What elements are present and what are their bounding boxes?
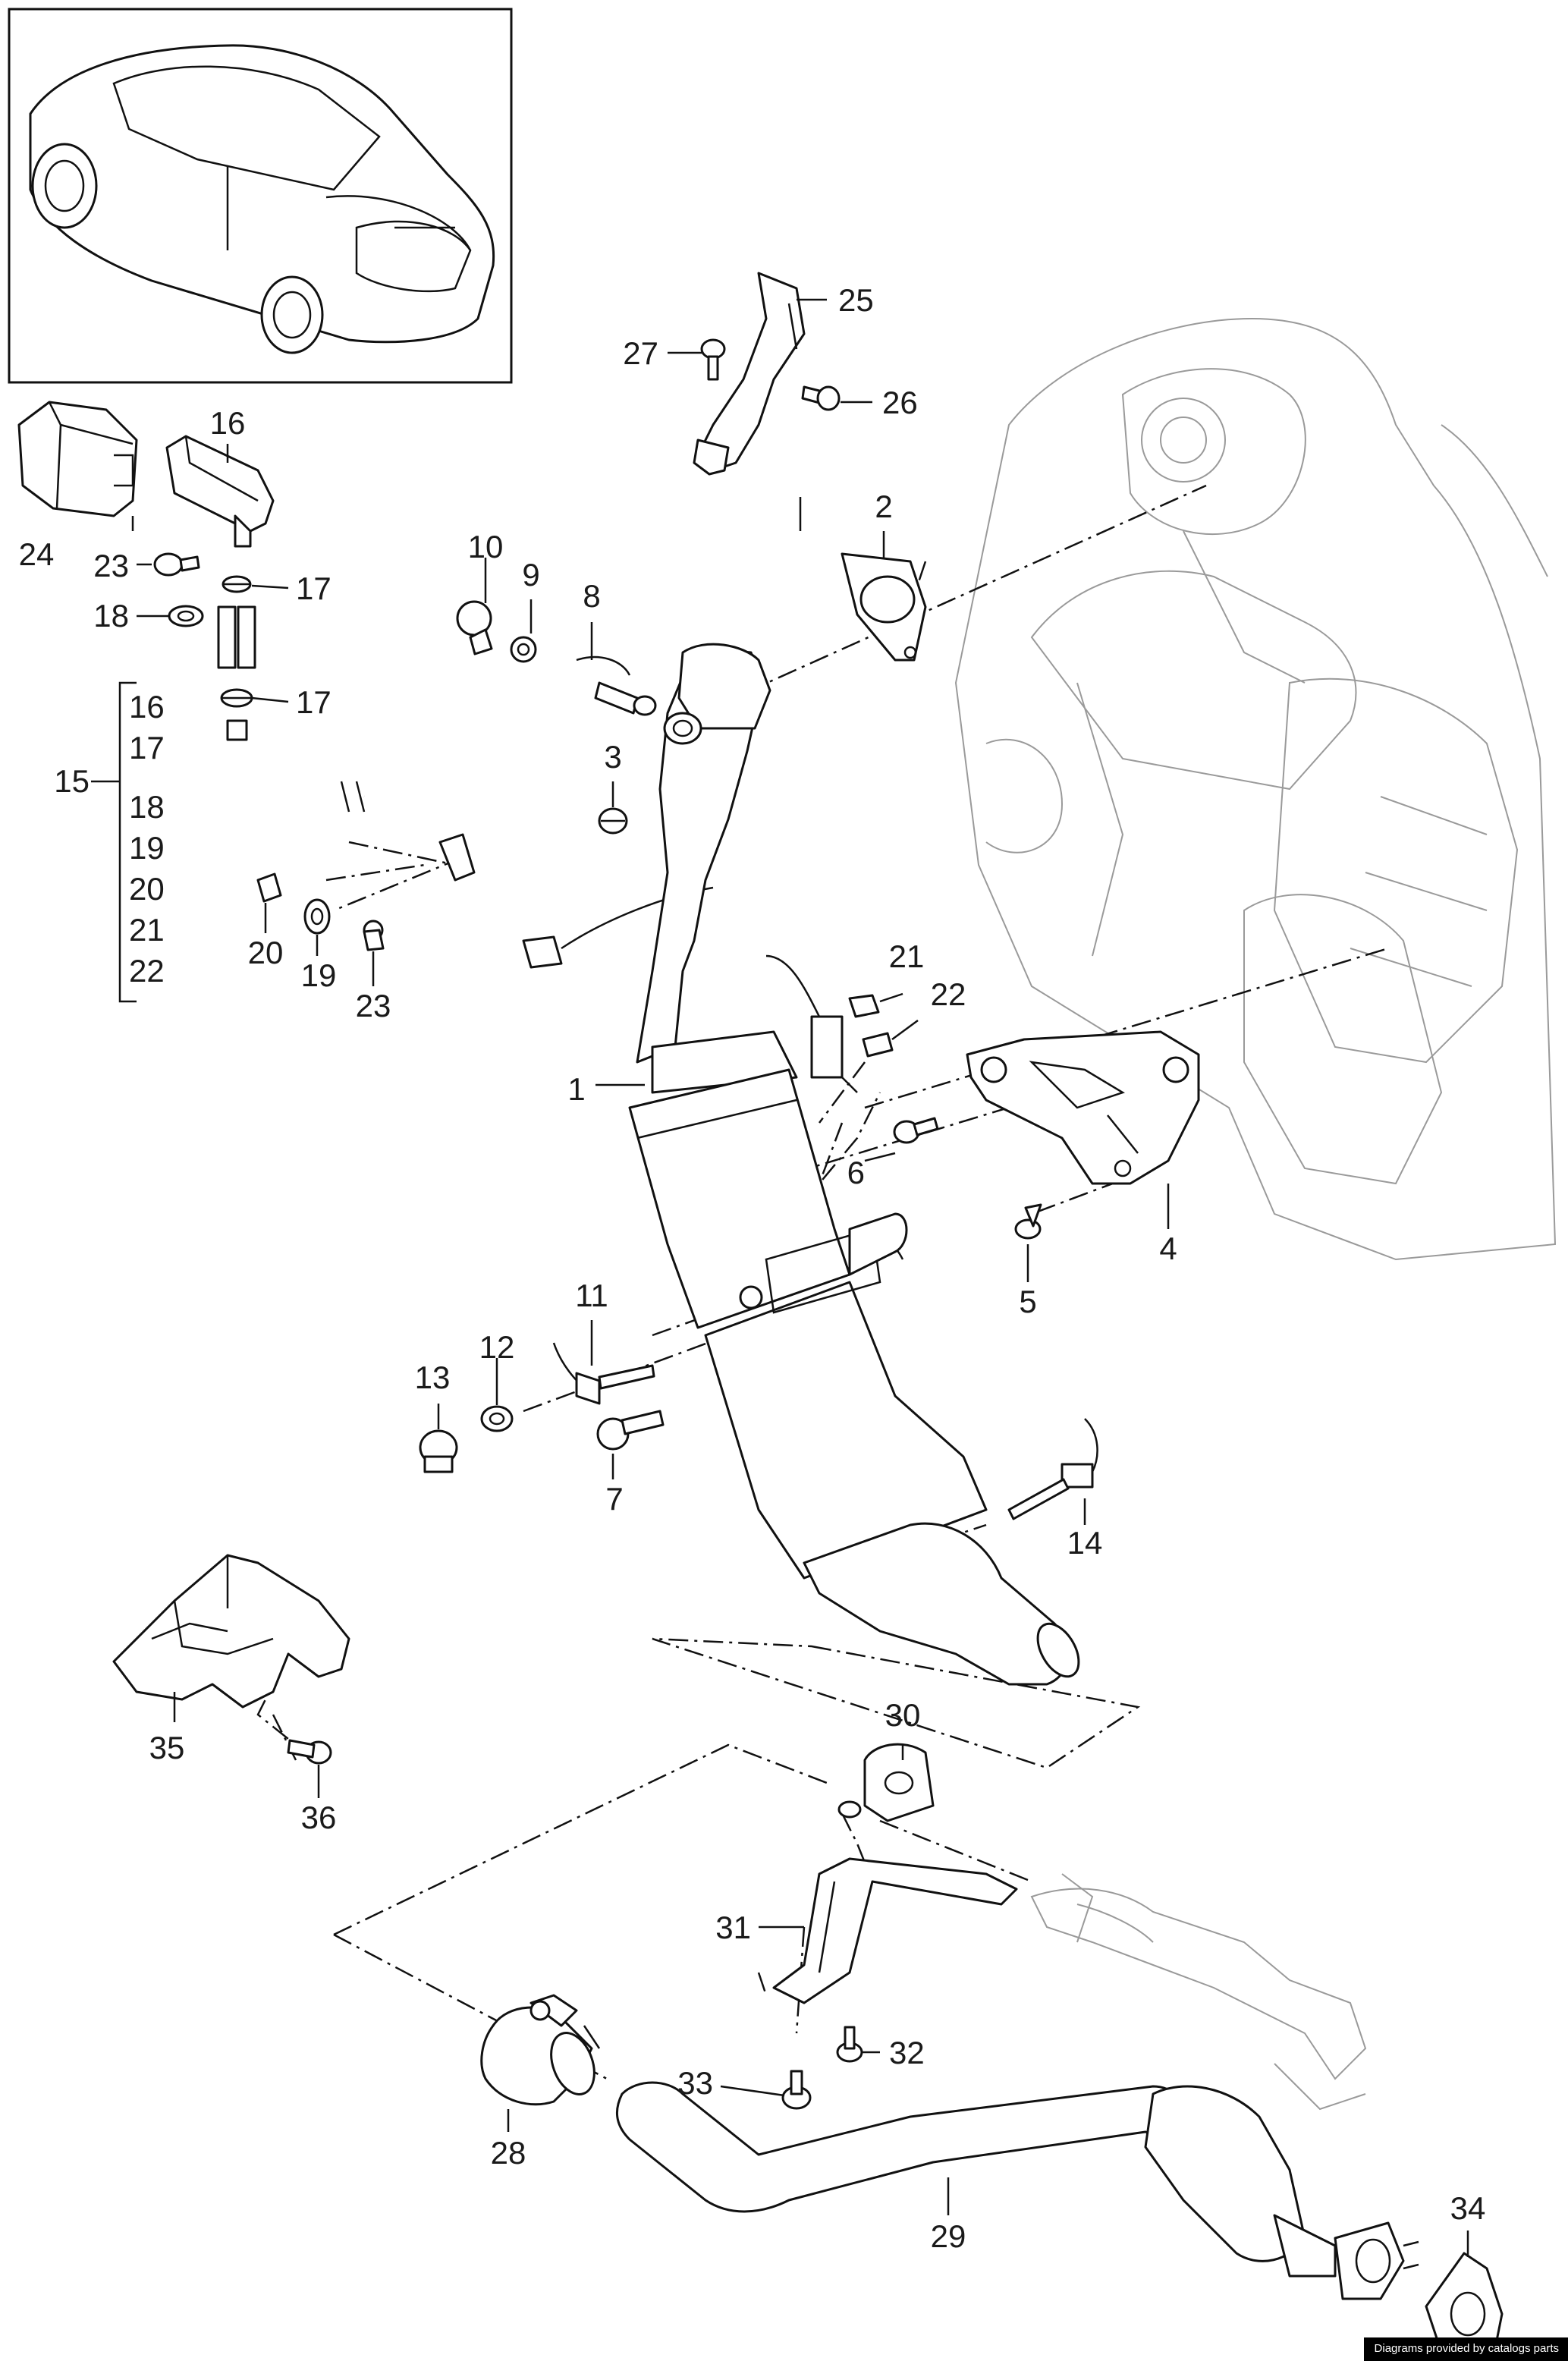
hose-pair [217,605,256,669]
plug-10-icon [456,600,493,655]
label-23-top: 23 [93,548,129,583]
clamp-28 [480,1994,601,2106]
label-1: 1 [567,1071,585,1107]
washer-9-icon [510,636,537,663]
plug-13-icon [419,1429,458,1473]
transmission-background [954,317,1557,1261]
clamp-17-bottom-icon [220,688,253,708]
label-9: 9 [522,557,539,593]
connector-21-icon [848,994,880,1018]
bolt-7-icon [596,1410,665,1451]
bolt-6-icon [893,1117,939,1144]
mounting-strap [848,1212,908,1276]
label-31: 31 [715,1910,751,1945]
label-20: 20 [248,935,284,970]
group-15-item-20: 20 [129,871,165,907]
label-36: 36 [301,1800,337,1835]
label-6: 6 [847,1155,865,1190]
sensor-cable [765,954,858,1093]
clip-18-icon [168,605,204,627]
lambda-sensor-8 [576,655,657,716]
label-3: 3 [604,739,621,775]
bracket-25 [693,272,806,476]
group-15-item-17: 17 [129,730,165,766]
bracket-4 [966,1030,1200,1185]
label-8: 8 [583,578,600,614]
label-7: 7 [605,1481,623,1517]
label-29: 29 [931,2218,966,2254]
label-15: 15 [54,763,90,799]
label-16: 16 [210,405,246,441]
pressure-line-15 [226,719,714,969]
label-27: 27 [623,335,658,371]
leader-lines [131,298,1469,2257]
control-unit-24 [17,401,138,517]
label-19: 19 [301,957,337,993]
label-10: 10 [468,529,504,564]
label-25: 25 [838,282,874,318]
label-35: 35 [149,1730,185,1765]
label-22: 22 [931,976,966,1012]
label-14: 14 [1067,1525,1103,1561]
label-17-top: 17 [296,571,332,606]
bolt-27-icon [700,338,726,381]
bolt-36-icon [287,1739,332,1765]
gasket-2 [841,552,927,662]
car-silhouette-icon [29,44,495,354]
bolt-5-icon [1014,1203,1042,1240]
label-33: 33 [677,2065,713,2101]
temperature-sensor-14 [1007,1418,1098,1520]
group-15-list: 16 17 18 19 20 21 22 [129,689,165,989]
pressure-sensor-16 [165,435,275,548]
group-15-item-16: 16 [129,689,165,725]
rubber-mount-30 [837,1743,935,1822]
group-15-item-19: 19 [129,830,165,866]
nut-3-icon [598,807,628,835]
vehicle-inset [8,8,513,384]
bolt-23-top-icon [153,552,200,577]
callout-labels: 1 2 3 4 5 6 7 8 9 10 11 12 13 14 15 16 1… [19,282,1486,2254]
catalytic-converter-1 [628,643,1080,1686]
credit-footer: Diagrams provided by catalogs parts [1363,2337,1568,2361]
label-24: 24 [19,536,55,572]
underbody-background [1030,1873,1367,2111]
label-34: 34 [1450,2190,1486,2226]
bracket-31 [772,1857,1018,2004]
label-17-bottom: 17 [296,684,332,720]
temperature-sensor-11 [552,1342,655,1405]
washer-12-icon [480,1405,514,1432]
bolt-32-icon [836,2026,863,2063]
group-15-item-21: 21 [129,912,165,948]
group-15-item-18: 18 [129,789,165,825]
group-15-bracket [91,681,137,1003]
label-4: 4 [1159,1231,1177,1266]
label-11: 11 [575,1278,608,1313]
label-13: 13 [415,1360,451,1395]
label-18: 18 [93,598,129,633]
label-28: 28 [491,2135,526,2171]
rear-pipe-29 [615,2081,1419,2300]
label-5: 5 [1019,1284,1036,1319]
bolt-26-icon [801,385,841,411]
label-30: 30 [885,1697,921,1733]
bolt-33-icon [781,2070,812,2110]
label-26: 26 [882,385,918,420]
sensor-line-group-parts [256,872,385,951]
clamp-17-top-icon [222,575,252,593]
label-32: 32 [889,2035,925,2070]
heat-shield-35 [112,1554,350,1709]
label-12: 12 [479,1329,515,1365]
label-2: 2 [875,489,892,524]
label-23-bottom: 23 [356,988,391,1023]
group-15-item-22: 22 [129,953,165,989]
connector-22-icon [862,1032,894,1058]
label-21: 21 [889,938,925,974]
